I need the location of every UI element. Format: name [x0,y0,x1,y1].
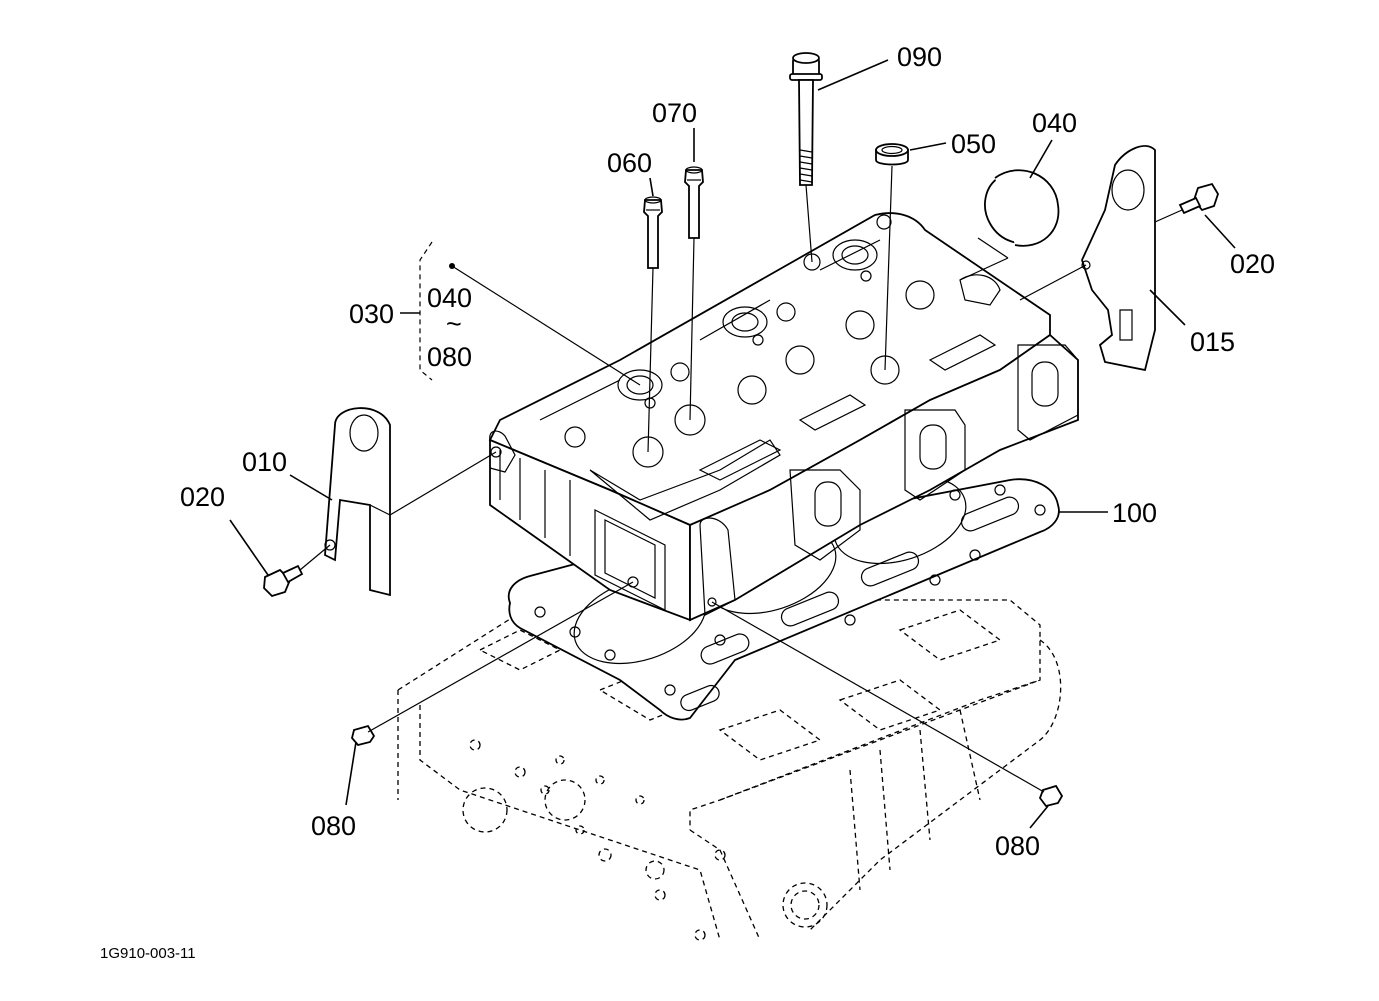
callout-080-right: 080 [995,831,1040,861]
dowel-080-right [1038,784,1064,808]
callout-050: 050 [951,129,996,159]
callout-080-left: 080 [311,811,356,841]
callout-100: 100 [1112,498,1157,528]
bracket-015 [1081,145,1156,372]
callout-060: 060 [607,148,652,178]
engine-block-outline [397,599,1062,941]
bolt-020-left [263,564,304,598]
callout-040-top: 040 [1032,108,1077,138]
callout-030-range-start: 040 [427,283,472,313]
callout-030: 030 [349,299,394,329]
dowel-080-left [351,724,376,747]
callout-030-range-sep: ~ [446,309,462,339]
valve-guide-070 [684,166,704,239]
callout-030-range-end: 080 [427,342,472,372]
callout-020-right: 020 [1230,249,1275,279]
drawing-code: 1G910-003-11 [100,945,196,962]
callout-010: 010 [242,447,287,477]
cylinder-head [488,212,1079,622]
head-bolt-090 [789,52,823,186]
bracket-010 [324,407,391,597]
leader-lines [229,59,1236,829]
valve-guide-060 [643,196,663,269]
callout-070: 070 [652,98,697,128]
callout-015: 015 [1190,327,1235,357]
plug-040 [984,169,1060,247]
callout-090: 090 [897,42,942,72]
bolt-020-right [1178,182,1219,215]
seal-050 [875,143,909,166]
callout-020-left: 020 [180,482,225,512]
